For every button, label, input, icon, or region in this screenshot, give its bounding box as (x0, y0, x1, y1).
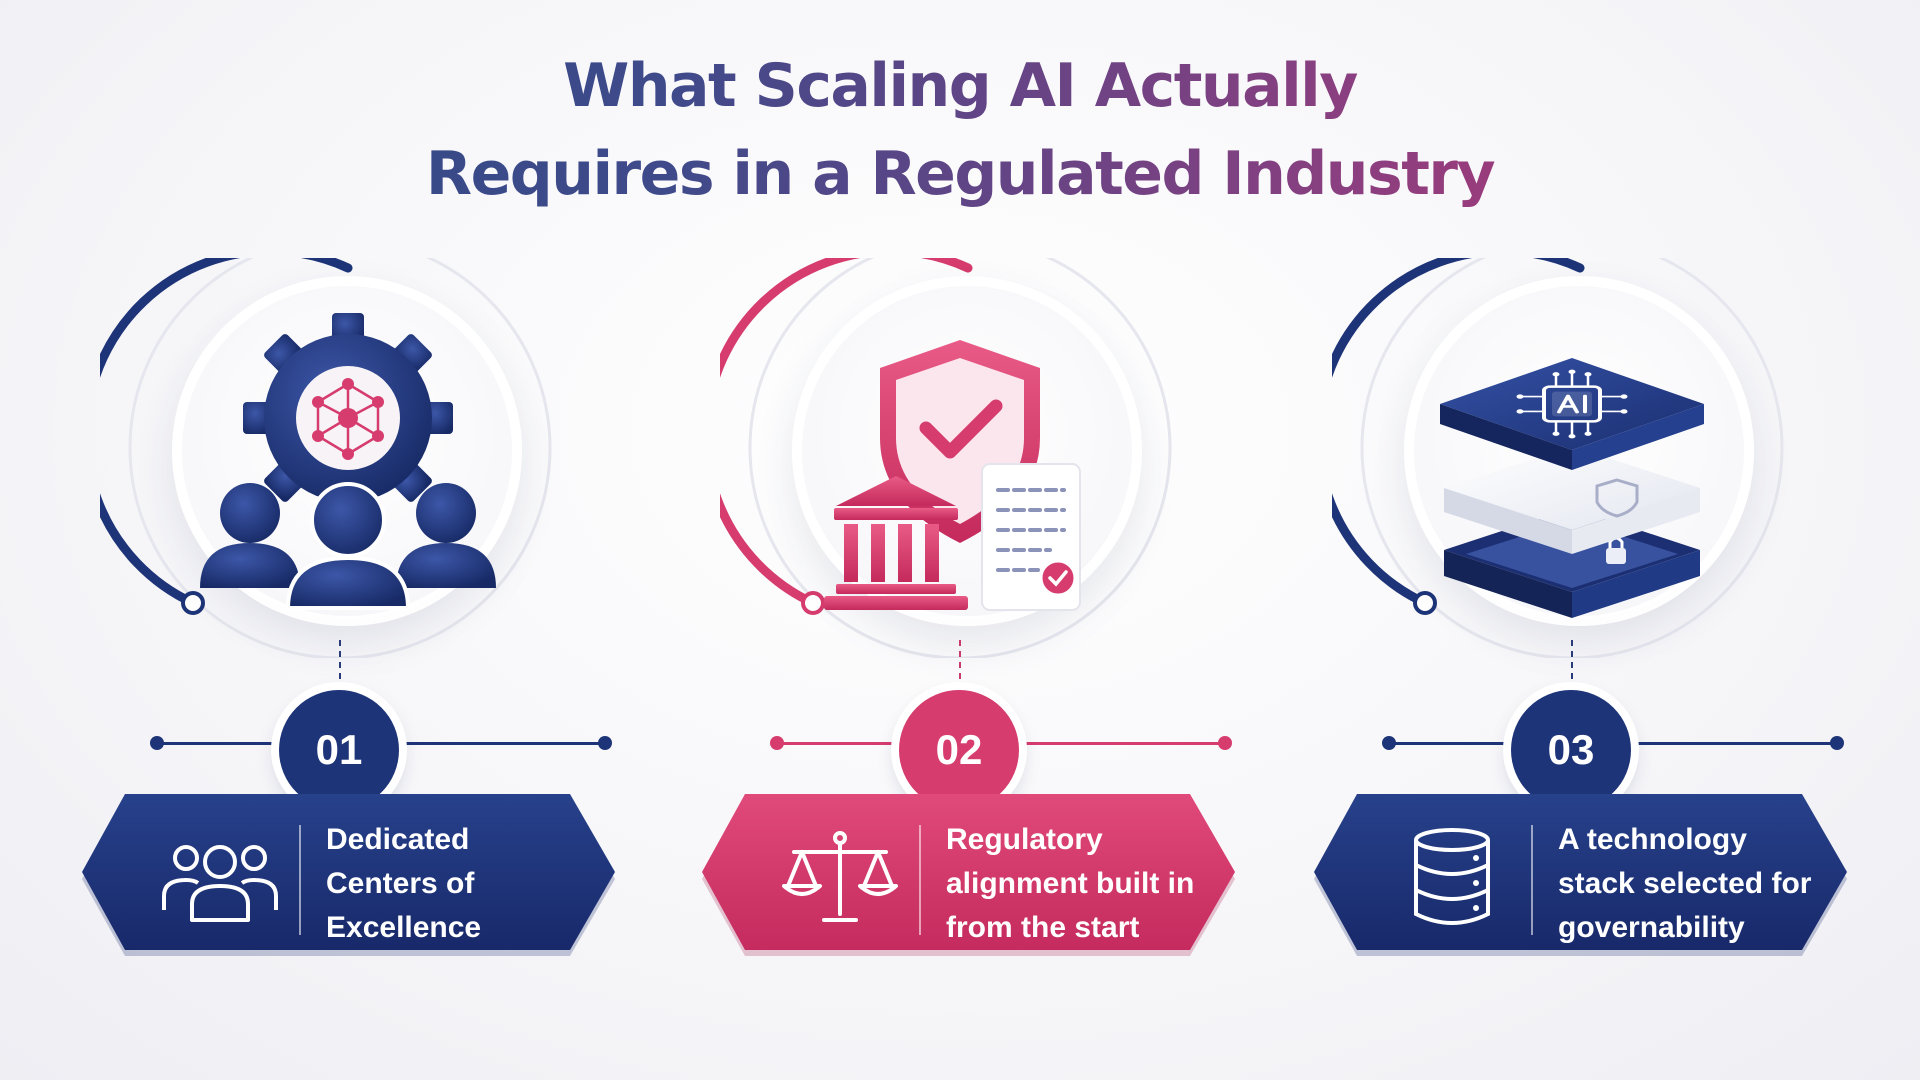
step-1-card-divider (299, 825, 301, 935)
step-2-card-divider (919, 825, 921, 935)
step-1-card: Dedicated Centers of Excellence (80, 790, 620, 960)
step-2-number-badge: 02 (899, 690, 1019, 810)
step-2-line-2: alignment built in (946, 867, 1195, 900)
step-3-line-3: governability (1558, 911, 1745, 944)
step-1-illustration-ring (100, 258, 580, 658)
step-3-line-2: stack selected for (1558, 867, 1812, 900)
step-2-card: Regulatory alignment built in from the s… (700, 790, 1240, 960)
title-line-1: What Scaling AI Actually (0, 42, 1920, 130)
step-2-line-1: Regulatory (946, 823, 1103, 856)
step-2-connector (959, 640, 961, 690)
step-2-timeline-dot-left (770, 736, 784, 750)
team-gear-network-icon (200, 313, 496, 610)
step-3-timeline-dot-left (1382, 736, 1396, 750)
step-2-timeline-dot-right (1218, 736, 1232, 750)
people-group-icon (162, 845, 278, 922)
page-title: What Scaling AI Actually Requires in a R… (0, 42, 1920, 218)
step-3-number-badge: 03 (1511, 690, 1631, 810)
shield-bank-document-icon (824, 340, 1081, 611)
step-3: 03 A technology stack selected for gover… (1292, 0, 1852, 1080)
step-1: 01 Dedicated Centers of (60, 0, 620, 1080)
step-3-timeline-dot-right (1830, 736, 1844, 750)
step-3-card-text: A technology stack selected for governab… (1558, 818, 1848, 950)
step-1-timeline-dot-left (150, 736, 164, 750)
step-3-card: A technology stack selected for governab… (1312, 790, 1852, 960)
step-3-card-divider (1531, 825, 1533, 935)
step-3-connector (1571, 640, 1573, 690)
database-icon (1414, 828, 1490, 925)
step-1-line-3: Excellence (326, 911, 482, 944)
step-1-connector (339, 640, 341, 690)
step-1-timeline-dot-right (598, 736, 612, 750)
step-3-line-1: A technology (1558, 823, 1747, 856)
title-line-2: Requires in a Regulated Industry (0, 130, 1920, 218)
ai-chip-stack-icon (1440, 358, 1704, 618)
step-2-illustration-ring (720, 258, 1200, 658)
scales-icon (782, 831, 898, 922)
step-1-line-2: Centers of (326, 867, 475, 900)
step-3-illustration-ring (1332, 258, 1812, 658)
step-2: 02 Regulatory (680, 0, 1240, 1080)
step-1-number-badge: 01 (279, 690, 399, 810)
step-2-line-3: from the start (946, 911, 1140, 944)
step-1-line-1: Dedicated (326, 823, 470, 856)
step-2-card-text: Regulatory alignment built in from the s… (946, 818, 1236, 950)
step-1-card-text: Dedicated Centers of Excellence (326, 818, 616, 950)
